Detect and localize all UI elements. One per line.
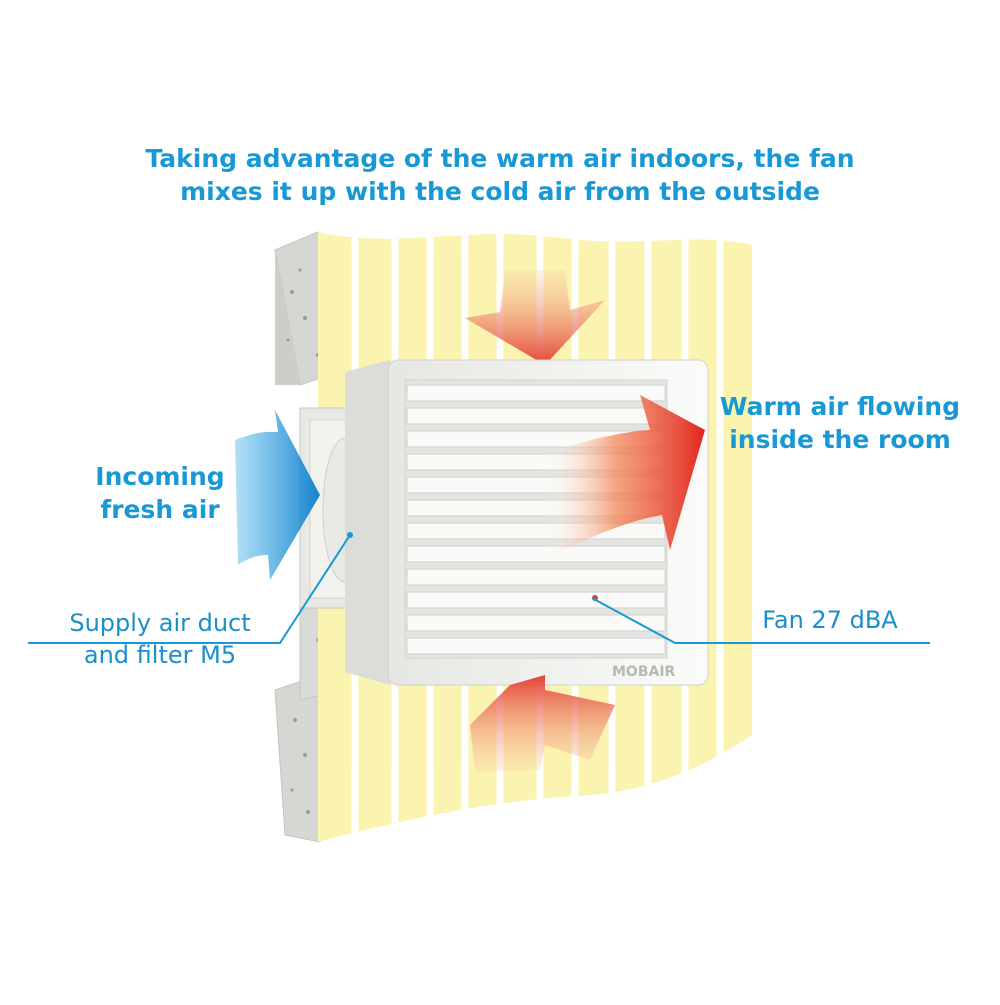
duct-label-line-2: and filter M5: [83, 640, 237, 669]
warm-air-up-arrow: [470, 675, 615, 772]
fresh-air-arrow: [235, 410, 320, 580]
fan-label: Fan 27 dBA: [762, 606, 898, 634]
fresh-air-label-line-2: fresh air: [100, 495, 220, 524]
leader-lines: [28, 534, 930, 644]
duct-leader-line: [28, 534, 351, 644]
duct-label: Supply air duct and filter M5: [30, 608, 290, 671]
fan-leader-line: [591, 597, 930, 644]
brand-logo: MOBAIR: [612, 664, 676, 680]
duct-leader-dot: [347, 532, 353, 538]
concrete-wall-bottom: [274, 674, 321, 843]
warm-air-down-arrow: [465, 270, 605, 365]
caption: Taking advantage of the warm air indoors…: [100, 142, 900, 208]
warm-air-label-line-2: inside the room: [729, 425, 951, 454]
warm-air-label-line-1: Warm air flowing: [719, 392, 961, 421]
warm-air-label: Warm air flowing inside the room: [700, 390, 980, 456]
warm-air-out-arrow: [540, 395, 705, 560]
caption-line-1: Taking advantage of the warm air indoors…: [145, 144, 855, 173]
fresh-air-label: Incoming fresh air: [70, 460, 250, 526]
duct-label-line-1: Supply air duct: [69, 609, 251, 637]
caption-line-2: mixes it up with the cold air from the o…: [180, 177, 820, 206]
fresh-air-label-line-1: Incoming: [95, 462, 225, 491]
